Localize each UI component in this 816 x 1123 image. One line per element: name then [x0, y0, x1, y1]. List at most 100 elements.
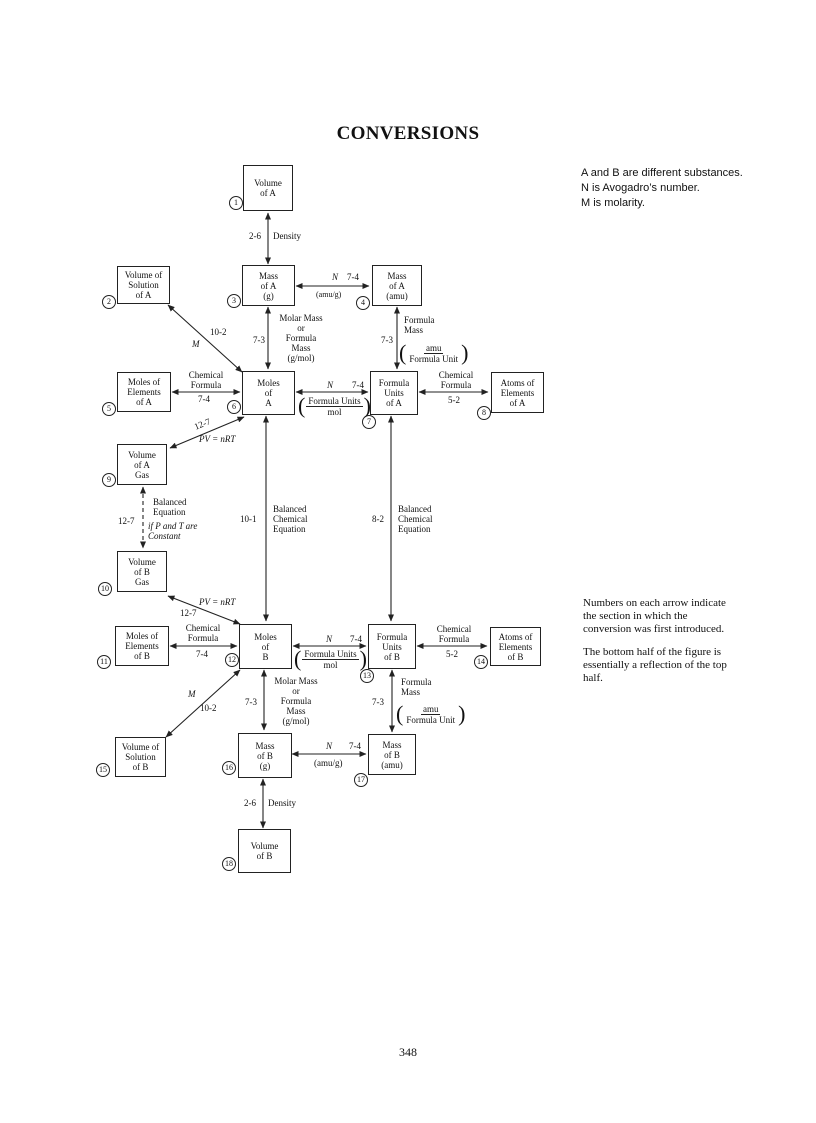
label-formula-units-top: Formula Units: [306, 395, 363, 407]
box-atoms-elements-a: Atoms of Elements of A: [491, 372, 544, 413]
note-bottom-half: The bottom half of the figure is essenti…: [583, 646, 727, 684]
box-moles-of-b: Moles of B: [239, 624, 292, 669]
label-mol-top: mol: [327, 406, 342, 417]
label-mol-bottom: mol: [323, 659, 338, 670]
label-sec-5-2-top: 5-2: [448, 395, 460, 405]
label-formula-mass-bottom: Formula Mass: [401, 677, 432, 697]
box-moles-elements-b: Moles of Elements of B: [115, 626, 169, 666]
circle-number-7: 7: [362, 415, 376, 429]
label-sec-10-1: 10-1: [240, 514, 257, 524]
label-amu-per-g-top: (amu/g): [316, 290, 342, 299]
label-n-mid-bottom: N: [326, 634, 333, 644]
label-sec-7-4-mid-top: 7-4: [352, 380, 364, 390]
box-atoms-elements-b: Atoms of Elements of B: [490, 627, 541, 666]
label-pv-nrt-bottom: PV = nRT: [199, 597, 236, 607]
circle-number-9: 9: [102, 473, 116, 487]
box-moles-of-a: Moles of A: [242, 371, 295, 415]
box-volume-of-a: Volume of A: [243, 165, 293, 211]
notes-top: A and B are different substances. N is A…: [581, 166, 743, 211]
circle-number-4: 4: [356, 296, 370, 310]
label-m-bottom: M: [188, 689, 196, 699]
arrow-2-6: [167, 304, 243, 373]
note-avogadro: N is Avogadro’s number.: [581, 182, 700, 194]
label-n-top: N: [332, 272, 339, 282]
page-number: 348: [399, 1045, 417, 1059]
label-formula-units-bottom: Formula Units: [302, 648, 359, 660]
box-volume-of-b: Volume of B: [238, 829, 291, 873]
label-sec-2-6-bottom: 2-6: [244, 798, 256, 808]
label-sec-12-7-mid: 12-7: [118, 516, 135, 526]
label-sec-2-6-top: 2-6: [249, 231, 261, 241]
label-density-top: Density: [273, 231, 301, 241]
label-sec-10-2-bottom: 10-2: [200, 703, 217, 713]
arrow-10-12: [167, 595, 241, 625]
circle-number-3: 3: [227, 294, 241, 308]
label-amu-top: amu: [423, 342, 444, 354]
label-formula-unit-bottom: Formula Unit: [406, 714, 456, 725]
label-sec-12-7-bottom: 12-7: [180, 608, 197, 618]
label-n-bottom: N: [326, 741, 333, 751]
circle-number-15: 15: [96, 763, 110, 777]
circle-number-6: 6: [227, 400, 241, 414]
label-sec-7-4-top: 7-4: [347, 272, 359, 282]
label-density-bottom: Density: [268, 798, 296, 808]
box-mass-of-b-amu: Mass of B (amu): [368, 734, 416, 775]
label-m-top: M: [192, 339, 200, 349]
page-title: CONVERSIONS: [336, 123, 480, 144]
label-chem-formula-right-top: Chemical Formula: [438, 370, 474, 390]
label-molar-mass-bottom: Molar Mass or Formula Mass (g/mol): [274, 676, 318, 726]
box-mass-of-b-g: Mass of B (g): [238, 733, 292, 778]
label-sec-7-3-left-top: 7-3: [253, 335, 265, 345]
circle-number-13: 13: [360, 669, 374, 683]
circle-number-11: 11: [97, 655, 111, 669]
label-sec-5-2-bottom: 5-2: [446, 649, 458, 659]
label-if-pt-constant: if P and T are Constant: [148, 521, 198, 541]
label-chem-formula-left-bottom: Chemical Formula: [185, 623, 221, 643]
label-sec-7-3-right-top: 7-3: [381, 335, 393, 345]
label-amu-per-g-bottom: (amu/g): [314, 758, 343, 768]
circle-number-8: 8: [477, 406, 491, 420]
label-sec-7-3-left-bottom: 7-3: [245, 697, 257, 707]
notes-bottom: Numbers on each arrow indicate the secti…: [583, 597, 733, 695]
label-sec-7-4-bottom: 7-4: [349, 741, 361, 751]
circle-number-1: 1: [229, 196, 243, 210]
label-sec-7-4-left-bottom: 7-4: [196, 649, 208, 659]
label-balanced-chem-eq-right: Balanced Chemical Equation: [398, 504, 433, 534]
label-formula-unit-top: Formula Unit: [409, 353, 459, 364]
circle-number-10: 10: [98, 582, 112, 596]
label-sec-10-2-top: 10-2: [210, 327, 227, 337]
circle-number-14: 14: [474, 655, 488, 669]
circle-number-18: 18: [222, 857, 236, 871]
box-formula-units-a: Formula Units of A: [370, 371, 418, 415]
label-sec-7-4-left-top: 7-4: [198, 394, 210, 404]
label-sec-7-3-right-bottom: 7-3: [372, 697, 384, 707]
arrow-12-15: [165, 669, 241, 738]
box-volume-of-solution-a: Volume of Solution of A: [117, 266, 170, 304]
box-mass-of-a-amu: Mass of A (amu): [372, 265, 422, 306]
label-chem-formula-left-top: Chemical Formula: [188, 370, 224, 390]
circle-number-12: 12: [225, 653, 239, 667]
note-molarity: M is molarity.: [581, 197, 645, 209]
circle-number-5: 5: [102, 402, 116, 416]
box-volume-a-gas: Volume of A Gas: [117, 444, 167, 485]
note-numbers-on-arrow: Numbers on each arrow indicate the secti…: [583, 597, 726, 635]
box-formula-units-b: Formula Units of B: [368, 624, 416, 669]
circle-number-2: 2: [102, 295, 116, 309]
label-molar-mass-top: Molar Mass or Formula Mass (g/mol): [279, 313, 323, 363]
note-a-and-b: A and B are different substances.: [581, 167, 743, 179]
box-moles-elements-a: Moles of Elements of A: [117, 372, 171, 412]
circle-number-16: 16: [222, 761, 236, 775]
label-formula-mass-top: Formula Mass: [404, 315, 435, 335]
label-sec-8-2: 8-2: [372, 514, 384, 524]
arrow-6-9: [169, 416, 245, 449]
label-amu-bottom: amu: [420, 703, 441, 715]
box-volume-of-solution-b: Volume of Solution of B: [115, 737, 166, 777]
label-n-mid-top: N: [327, 380, 334, 390]
box-volume-b-gas: Volume of B Gas: [117, 551, 167, 592]
label-pv-nrt-top: PV = nRT: [199, 434, 236, 444]
box-mass-of-a-g: Mass of A (g): [242, 265, 295, 306]
